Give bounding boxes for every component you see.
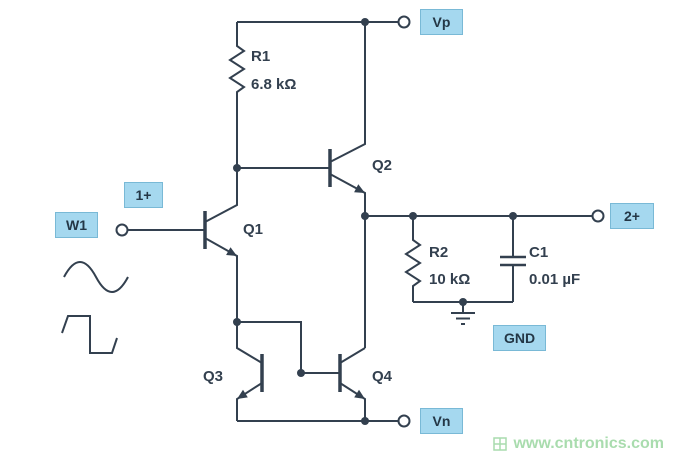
q2-emitter-arrow bbox=[354, 184, 365, 193]
junction-dot bbox=[361, 417, 369, 425]
label-r2-value: 10 kΩ bbox=[429, 271, 471, 288]
clipped-wave-icon bbox=[61, 315, 118, 354]
terminal-label-vn: Vn bbox=[420, 408, 463, 434]
label-r1-value: 6.8 kΩ bbox=[251, 76, 297, 93]
q3-emitter-arrow bbox=[237, 389, 248, 399]
wire-mirror-base-tie bbox=[237, 321, 302, 373]
cntronics-logo-icon bbox=[493, 437, 508, 451]
label-q3-ref: Q3 bbox=[203, 368, 224, 385]
label-r1-ref: R1 bbox=[251, 48, 271, 65]
label-q1-ref: Q1 bbox=[243, 221, 264, 238]
terminal-circles bbox=[115, 15, 605, 428]
watermark: www.cntronics.com bbox=[493, 435, 664, 453]
label-q2-ref: Q2 bbox=[372, 157, 393, 174]
terminal-circle-vp bbox=[397, 15, 411, 29]
sine-wave-icon bbox=[63, 261, 129, 293]
terminal-label-vp: Vp bbox=[420, 9, 463, 35]
junction-dot bbox=[361, 18, 369, 26]
watermark-text: www.cntronics.com bbox=[513, 435, 664, 452]
label-r2-ref: R2 bbox=[429, 244, 449, 261]
terminal-circle-2plus bbox=[591, 209, 605, 223]
label-c1-value: 0.01 µF bbox=[529, 271, 581, 288]
junction-dots bbox=[233, 18, 517, 425]
junction-dot bbox=[409, 212, 417, 220]
transistor-q4-collector bbox=[339, 347, 366, 364]
transistor-q1-collector bbox=[204, 168, 238, 223]
emitter-arrows bbox=[226, 184, 365, 399]
transistor-q3-emitter bbox=[236, 382, 263, 421]
transistor-q2-emitter bbox=[329, 173, 366, 216]
q4-emitter-arrow bbox=[354, 389, 365, 399]
junction-dot bbox=[233, 164, 241, 172]
terminal-circle-w1 bbox=[115, 223, 129, 237]
terminal-label-gnd: GND bbox=[493, 325, 546, 351]
junction-dot bbox=[233, 318, 241, 326]
label-c1-ref: C1 bbox=[529, 244, 549, 261]
label-q4-ref: Q4 bbox=[372, 368, 393, 385]
wires bbox=[61, 21, 592, 422]
terminal-label-w1: W1 bbox=[55, 212, 98, 238]
junction-dot bbox=[459, 298, 467, 306]
junction-dot bbox=[361, 212, 369, 220]
terminal-label-2plus: 2+ bbox=[610, 203, 654, 229]
junction-dot bbox=[509, 212, 517, 220]
resistor-r1-symbol bbox=[228, 22, 246, 168]
terminal-label-1plus: 1+ bbox=[124, 182, 163, 208]
junction-dot bbox=[297, 369, 305, 377]
transistor-q4-emitter bbox=[339, 382, 366, 421]
resistor-r2-symbol bbox=[404, 216, 422, 302]
transistor-q2-collector bbox=[329, 22, 366, 163]
transistor-q3-collector bbox=[236, 322, 263, 364]
terminal-circle-vn bbox=[397, 414, 411, 428]
q1-emitter-arrow bbox=[226, 247, 237, 256]
